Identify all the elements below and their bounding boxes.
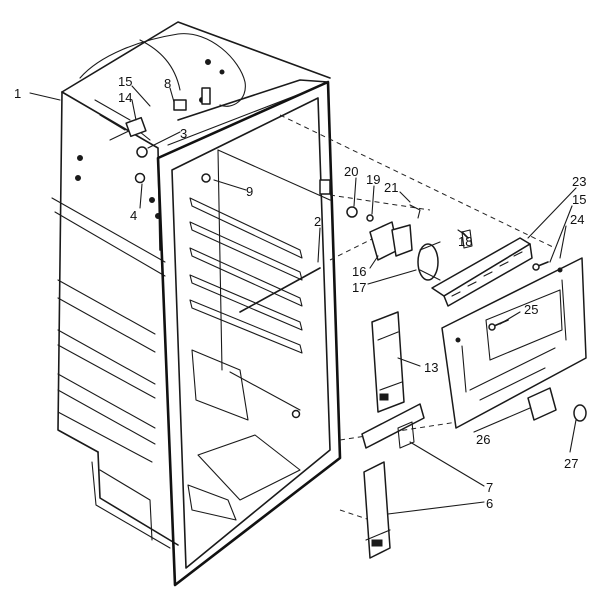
callout-14: 14 — [118, 90, 132, 105]
cover-plate — [527, 387, 557, 421]
callout-6: 6 — [486, 496, 493, 511]
callout-27: 27 — [564, 456, 578, 471]
callout-18: 18 — [458, 234, 472, 249]
callout-26: 26 — [476, 432, 490, 447]
air-baffle — [371, 311, 405, 413]
callout-7: 7 — [486, 480, 493, 495]
callout-3: 3 — [180, 126, 187, 141]
callout-15b: 15 — [572, 192, 586, 207]
callout-20: 20 — [344, 164, 358, 179]
callout-19: 19 — [366, 172, 380, 187]
callouts: 1 15 14 8 3 4 9 2 20 19 21 18 16 17 23 1… — [14, 74, 586, 511]
callout-9: 9 — [246, 184, 253, 199]
callout-8: 8 — [164, 76, 171, 91]
callout-4: 4 — [130, 208, 137, 223]
fan-motor-assembly — [346, 204, 473, 281]
evaporator-cover-duct — [431, 237, 533, 307]
callout-24: 24 — [570, 212, 584, 227]
callout-25: 25 — [524, 302, 538, 317]
channel-strip — [361, 403, 425, 449]
callout-23: 23 — [572, 174, 586, 189]
rear-access-panel — [441, 257, 587, 429]
thermostat-controls — [125, 87, 211, 184]
screw — [573, 404, 587, 422]
liner-frame — [156, 79, 342, 587]
callout-1: 1 — [14, 86, 21, 101]
drain-trough — [363, 461, 391, 559]
callout-13: 13 — [424, 360, 438, 375]
callout-2: 2 — [314, 214, 321, 229]
screw-15-right — [532, 261, 549, 271]
callout-21: 21 — [384, 180, 398, 195]
leader-lines — [29, 85, 577, 515]
callout-16: 16 — [352, 264, 366, 279]
cabinet-shell — [51, 21, 331, 549]
callout-15: 15 — [118, 74, 132, 89]
callout-17: 17 — [352, 280, 366, 295]
